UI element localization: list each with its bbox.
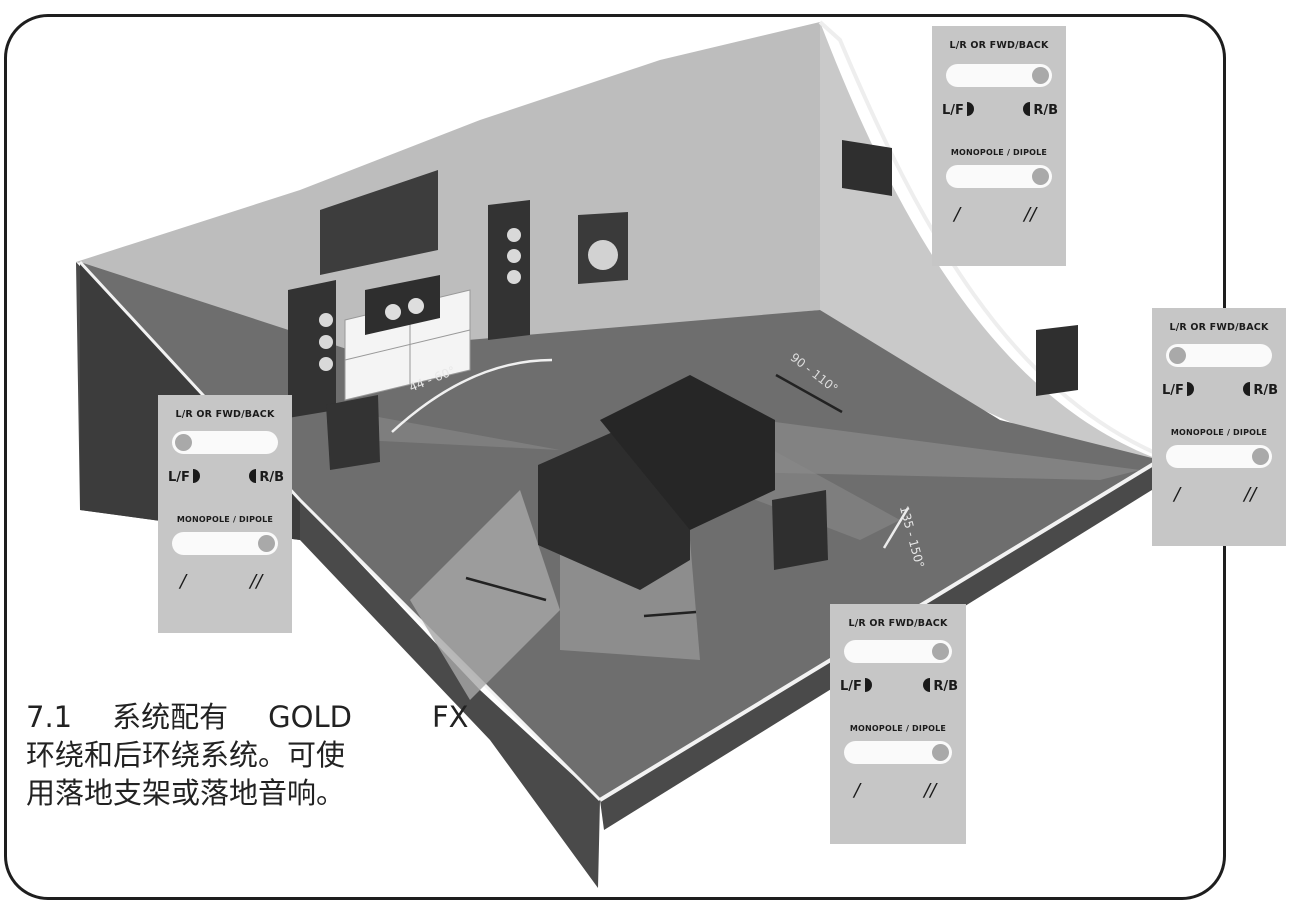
switch-panel-side-right: L/R OR FWD/BACK L/F R/B MONOPOLE / DIPOL… — [1152, 308, 1286, 546]
rb-label: R/B — [1023, 102, 1058, 118]
mono-dipole-switch[interactable] — [844, 741, 952, 764]
caption-line-2: 环绕和后环绕系统。可使 — [26, 738, 346, 772]
switch-panel-side-top: L/R OR FWD/BACK L/F R/B MONOPOLE / DIPOL… — [932, 26, 1066, 266]
mode-header: MONOPOLE / DIPOLE — [849, 724, 947, 733]
dipole-label: // — [1244, 484, 1257, 505]
monopole-label: / — [954, 204, 961, 225]
couch-right — [600, 375, 775, 530]
switch-panel-front: L/R OR FWD/BACK L/F R/B MONOPOLE / DIPOL… — [158, 395, 292, 633]
side-angle-arrow — [775, 373, 843, 414]
lf-label: L/F — [840, 678, 872, 694]
side-surround-right — [1036, 325, 1078, 396]
rear-angle-arrow — [882, 507, 910, 549]
caption-word: 系统配有 — [112, 700, 229, 734]
half-circle-right-icon — [966, 102, 974, 116]
mono-dipole-switch[interactable] — [172, 532, 278, 555]
caption-number: 7.1 — [26, 700, 73, 734]
back-wall — [76, 22, 820, 350]
panel-header: L/R OR FWD/BACK — [175, 409, 275, 420]
mode-header: MONOPOLE / DIPOLE — [1170, 428, 1268, 437]
center-speaker — [365, 275, 440, 335]
monopole-label: / — [854, 780, 861, 801]
front-left-tower — [288, 280, 336, 418]
rb-label: R/B — [923, 678, 958, 694]
panel-header: L/R OR FWD/BACK — [949, 40, 1049, 51]
lr-fwd-switch[interactable] — [172, 431, 278, 454]
mode-header: MONOPOLE / DIPOLE — [176, 515, 274, 524]
lr-fwd-switch[interactable] — [1166, 344, 1272, 367]
side-wall — [820, 22, 1160, 470]
half-circle-left-icon — [1243, 382, 1251, 396]
monopole-label: / — [180, 571, 187, 592]
mode-header: MONOPOLE / DIPOLE — [950, 148, 1048, 157]
front-left-surround — [326, 395, 380, 470]
lr-fwd-switch[interactable] — [844, 640, 952, 663]
switch-panel-rear: L/R OR FWD/BACK L/F R/B MONOPOLE / DIPOL… — [830, 604, 966, 844]
front-angle-arrow — [391, 358, 553, 433]
dipole-label: // — [924, 780, 937, 801]
rb-label: R/B — [1243, 382, 1278, 398]
panel-header: L/R OR FWD/BACK — [848, 618, 948, 629]
half-circle-right-icon — [192, 469, 200, 483]
mono-dipole-switch[interactable] — [1166, 445, 1272, 468]
half-circle-left-icon — [249, 469, 257, 483]
half-circle-left-icon — [923, 678, 931, 692]
tv-screen — [320, 170, 438, 275]
caption-fx: FX — [431, 700, 469, 734]
lf-label: L/F — [168, 469, 200, 485]
front-right-tower — [488, 200, 530, 340]
rear-surround — [772, 490, 828, 570]
side-surround-upper — [842, 140, 892, 196]
half-circle-right-icon — [1186, 382, 1194, 396]
monopole-label: / — [1174, 484, 1181, 505]
panel-header: L/R OR FWD/BACK — [1169, 322, 1269, 333]
lr-fwd-switch[interactable] — [946, 64, 1052, 87]
lf-label: L/F — [1162, 382, 1194, 398]
caption-brand: GOLD — [268, 700, 352, 734]
caption: 7.1 系统配有 GOLD FX 环绕和后环绕系统。可使 用落地支架或落地音响。 — [26, 698, 469, 812]
caption-line-3: 用落地支架或落地音响。 — [26, 776, 346, 810]
rb-label: R/B — [249, 469, 284, 485]
lf-label: L/F — [942, 102, 974, 118]
dipole-label: // — [250, 571, 263, 592]
half-circle-right-icon — [864, 678, 872, 692]
mono-dipole-switch[interactable] — [946, 165, 1052, 188]
dipole-label: // — [1024, 204, 1037, 225]
half-circle-left-icon — [1023, 102, 1031, 116]
